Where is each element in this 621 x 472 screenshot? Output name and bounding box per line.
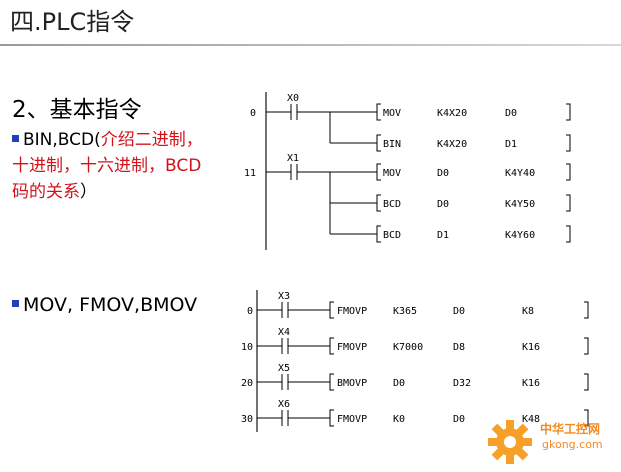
instruction-opcode: BMOVP [337, 378, 367, 389]
instruction-operand-2: D32 [453, 378, 471, 389]
instruction-operand-1: D0 [437, 199, 449, 210]
instruction-operand-2: K4Y40 [505, 168, 535, 179]
instruction-box-close-bracket [584, 373, 589, 391]
instruction-box-open-bracket [376, 163, 381, 181]
contact-label: X3 [278, 291, 290, 302]
watermark-site-name: 中华工控网 [540, 422, 601, 436]
instruction-operand-1: K0 [393, 414, 405, 425]
contact-label: X6 [278, 399, 290, 410]
instruction-opcode: BIN [383, 139, 401, 150]
instruction-operand-1: D1 [437, 230, 449, 241]
instruction-box-open-bracket [376, 225, 381, 243]
instruction-opcode: BCD [383, 199, 401, 210]
instruction-box-close-bracket [566, 163, 571, 181]
bullet-bin-bcd-prefix: BIN,BCD( [23, 130, 101, 150]
instruction-box-open-bracket [329, 409, 334, 427]
title-divider [0, 44, 621, 46]
bullet-square-icon [12, 300, 19, 307]
instruction-operand-2: K4Y60 [505, 230, 535, 241]
instruction-box-open-bracket [329, 301, 334, 319]
instruction-box-close-bracket [566, 134, 571, 152]
instruction-operand-1: K7000 [393, 342, 423, 353]
instruction-box-close-bracket [566, 225, 571, 243]
watermark-domain: gkong.com [542, 438, 603, 451]
step-number: 0 [250, 108, 256, 119]
instruction-operand-1: D0 [437, 168, 449, 179]
step-number: 11 [244, 168, 256, 179]
bullet-square-icon [12, 134, 19, 142]
instruction-box-close-bracket [584, 337, 589, 355]
bullet-mov-fmov-bmov: MOV, FMOV,BMOV [12, 294, 197, 316]
bullet-mov-fmov-bmov-label: MOV, FMOV,BMOV [23, 294, 198, 316]
instruction-operand-1: K365 [393, 306, 417, 317]
step-number: 0 [247, 306, 253, 317]
instruction-box-open-bracket [329, 373, 334, 391]
instruction-operand-2: D0 [505, 108, 517, 119]
instruction-opcode: FMOVP [337, 306, 367, 317]
watermark-logo: 中华工控网 gkong.com [482, 416, 618, 468]
instruction-box-close-bracket [584, 301, 589, 319]
step-number: 30 [241, 414, 253, 425]
bullet-bin-bcd-suffix: ） [80, 182, 97, 202]
instruction-opcode: FMOVP [337, 342, 367, 353]
bullet-bin-bcd: BIN,BCD(介绍二进制，十进制，十六进制，BCD码的关系） [12, 127, 212, 205]
instruction-operand-2: D0 [453, 414, 465, 425]
contact-label: X0 [287, 93, 299, 104]
instruction-operand-1: K4X20 [437, 139, 467, 150]
instruction-opcode: BCD [383, 230, 401, 241]
step-number: 10 [241, 342, 253, 353]
instruction-box-open-bracket [376, 103, 381, 121]
gear-logo-icon [488, 420, 532, 464]
section-heading: 2、基本指令 [12, 97, 142, 123]
step-number: 20 [241, 378, 253, 389]
instruction-box-close-bracket [566, 103, 571, 121]
instruction-box-open-bracket [376, 194, 381, 212]
instruction-opcode: FMOVP [337, 414, 367, 425]
instruction-operand-2: K4Y50 [505, 199, 535, 210]
instruction-operand-3: K16 [522, 342, 540, 353]
slide-title: 四.PLC指令 [10, 8, 135, 36]
contact-label: X4 [278, 327, 290, 338]
instruction-box-open-bracket [376, 134, 381, 152]
instruction-opcode: MOV [383, 168, 401, 179]
instruction-box-open-bracket [329, 337, 334, 355]
bullet-bin-bcd-note: 介绍二进制，十进制，十六进制，BCD码的关系 [12, 130, 203, 202]
contact-label: X5 [278, 363, 290, 374]
instruction-operand-1: K4X20 [437, 108, 467, 119]
contact-label: X1 [287, 153, 299, 164]
instruction-operand-1: D0 [393, 378, 405, 389]
instruction-operand-2: D0 [453, 306, 465, 317]
instruction-operand-3: K8 [522, 306, 534, 317]
instruction-box-close-bracket [566, 194, 571, 212]
instruction-operand-3: K48 [522, 414, 540, 425]
instruction-opcode: MOV [383, 108, 401, 119]
instruction-box-close-bracket [584, 409, 589, 427]
instruction-operand-2: D1 [505, 139, 517, 150]
instruction-operand-3: K16 [522, 378, 540, 389]
instruction-operand-2: D8 [453, 342, 465, 353]
